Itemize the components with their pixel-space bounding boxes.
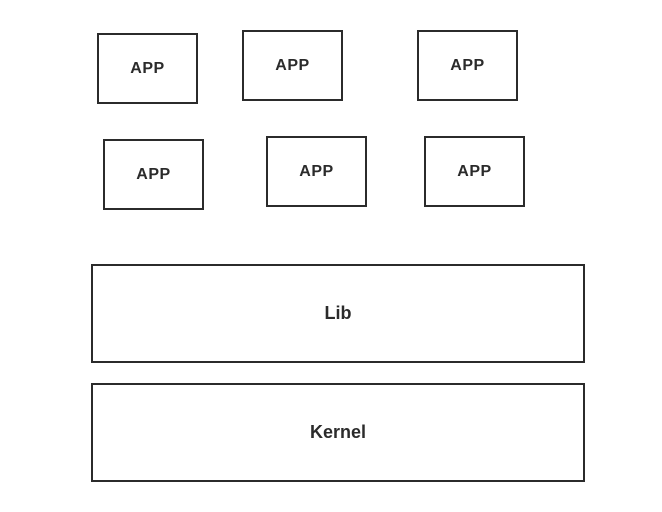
lib-layer-box: Lib — [91, 264, 585, 363]
app-label-6: APP — [457, 162, 492, 180]
app-label-1: APP — [130, 59, 165, 77]
app-label-4: APP — [136, 165, 171, 183]
app-box-2: APP — [242, 30, 343, 101]
app-box-6: APP — [424, 136, 525, 207]
app-box-3: APP — [417, 30, 518, 101]
app-box-1: APP — [97, 33, 198, 104]
app-label-2: APP — [275, 56, 310, 74]
app-box-4: APP — [103, 139, 204, 210]
app-box-5: APP — [266, 136, 367, 207]
lib-layer-label: Lib — [324, 303, 352, 323]
kernel-layer-label: Kernel — [309, 422, 367, 442]
app-label-3: APP — [450, 56, 485, 74]
kernel-layer-box: Kernel — [91, 383, 585, 482]
app-label-5: APP — [299, 162, 334, 180]
